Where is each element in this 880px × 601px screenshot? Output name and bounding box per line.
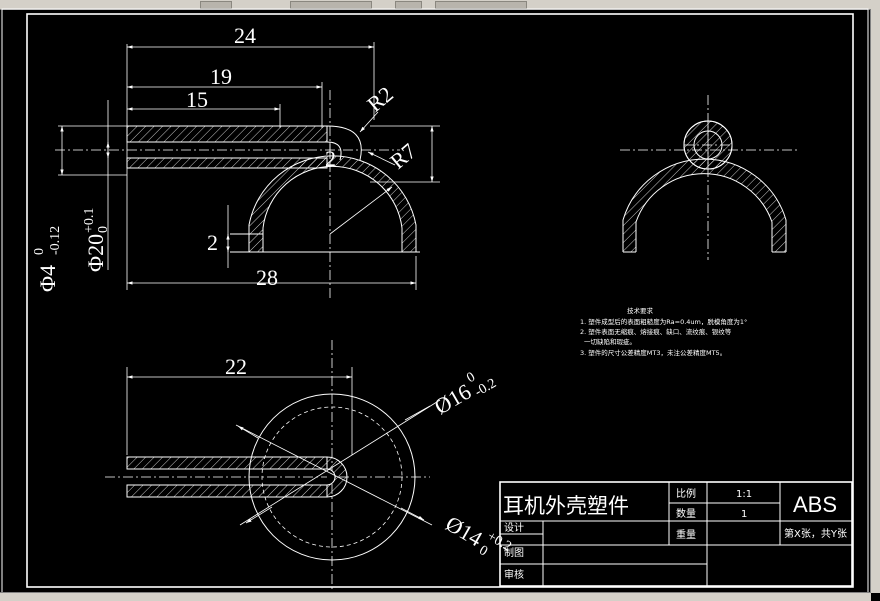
notes-title: 技术要求 bbox=[627, 306, 654, 315]
dim-phi4-group: Φ4 0 -0.12 bbox=[32, 226, 63, 292]
section-dimensions bbox=[58, 42, 440, 290]
dim-phi4-upper: 0 bbox=[32, 248, 47, 255]
dim-dia14: Ø14 bbox=[442, 511, 487, 552]
dim-dia16-upper: 0 bbox=[464, 370, 478, 386]
dim-2-left: 2 bbox=[207, 230, 218, 255]
design-label: 设计 bbox=[504, 521, 524, 534]
part-name: 耳机外壳塑件 bbox=[503, 494, 629, 518]
inner-frame bbox=[26, 13, 854, 588]
dim-dia16-lower: -0.2 bbox=[472, 376, 499, 400]
draw-label: 制图 bbox=[504, 546, 524, 559]
scale-value: 1:1 bbox=[736, 489, 752, 500]
side-view bbox=[620, 95, 800, 260]
dim-r7: R7 bbox=[385, 138, 421, 174]
dim-19: 19 bbox=[210, 64, 232, 89]
notes-line-2b: 一切缺陷和瑕疵。 bbox=[584, 337, 636, 346]
dim-phi20-upper: +0.1 bbox=[82, 208, 97, 233]
bottom-view bbox=[105, 340, 441, 592]
dim-2-top: 2 bbox=[325, 146, 336, 171]
notes-line-3: 3. 塑件的尺寸公差精度MT3，未注公差精度MT5。 bbox=[580, 348, 726, 357]
scale-label: 比例 bbox=[676, 487, 696, 500]
dim-phi20-lower: 0 bbox=[96, 226, 111, 233]
title-block bbox=[499, 481, 853, 587]
technical-notes: 技术要求 1. 塑件成型后的表面粗糙度为Ra=0.4um，脱模角度为1° 2. … bbox=[580, 306, 747, 357]
dim-28: 28 bbox=[256, 265, 278, 290]
notes-line-1: 1. 塑件成型后的表面粗糙度为Ra=0.4um，脱模角度为1° bbox=[580, 317, 747, 326]
section-view bbox=[55, 90, 420, 298]
dim-24: 24 bbox=[234, 23, 256, 48]
dim-phi20: Φ20 bbox=[83, 234, 108, 272]
dim-22: 22 bbox=[225, 354, 247, 379]
notes-line-2: 2. 塑件表面无缩痕、熔接痕、缺口、流纹痕、银纹等 bbox=[580, 327, 732, 336]
dim-dia16: Ø16 bbox=[430, 379, 475, 420]
sheet-info: 第X张，共Y张 bbox=[784, 527, 847, 540]
weight-label: 重量 bbox=[676, 528, 696, 541]
dim-phi20-group: Φ20 +0.1 0 bbox=[82, 208, 111, 272]
vertical-scrollbar[interactable] bbox=[870, 9, 880, 593]
material: ABS bbox=[793, 492, 837, 517]
dim-dia16-group: Ø16 0 -0.2 bbox=[430, 370, 499, 420]
review-label: 审核 bbox=[504, 568, 524, 581]
dim-dia14-lower: 0 bbox=[476, 543, 490, 559]
dim-r2: R2 bbox=[362, 81, 398, 117]
outer-border bbox=[1, 8, 869, 595]
dim-15: 15 bbox=[186, 87, 208, 112]
horizontal-scrollbar[interactable] bbox=[0, 592, 871, 601]
dim-phi4: Φ4 bbox=[35, 265, 60, 292]
dim-phi4-lower: -0.12 bbox=[48, 226, 63, 255]
qty-label: 数量 bbox=[676, 507, 696, 520]
qty-value: 1 bbox=[741, 509, 747, 520]
